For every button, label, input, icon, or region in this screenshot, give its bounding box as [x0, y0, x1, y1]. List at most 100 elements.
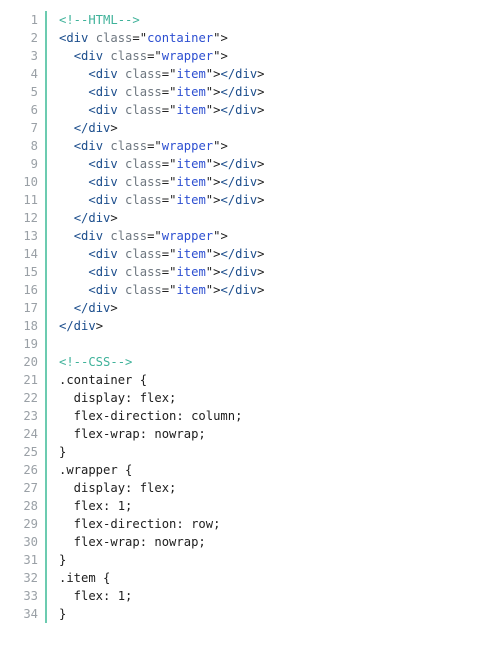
code-text: .container {	[59, 371, 147, 389]
code-line: 14 <div class="item"></div>	[0, 245, 492, 263]
code-line: 30 flex-wrap: nowrap;	[0, 533, 492, 551]
line-number: 10	[23, 175, 38, 189]
line-number: 9	[30, 157, 38, 171]
code-line: 4 <div class="item"></div>	[0, 65, 492, 83]
code-text: flex-direction: column;	[59, 407, 243, 425]
code-token-plain: display: flex;	[59, 391, 177, 405]
code-token-attr: class	[117, 175, 162, 189]
code-token-tag: </div	[220, 67, 258, 81]
code-line: 17 </div>	[0, 299, 492, 317]
code-token-plain: ">	[213, 49, 228, 63]
gutter-divider	[45, 173, 47, 191]
code-token-plain: ">	[205, 67, 221, 81]
code-token-plain: ">	[205, 193, 221, 207]
code-line: 15 <div class="item"></div>	[0, 263, 492, 281]
gutter-divider	[45, 497, 47, 515]
code-token-value: item	[176, 265, 206, 279]
code-token-tag: </div	[220, 265, 258, 279]
code-line: 5 <div class="item"></div>	[0, 83, 492, 101]
code-token-attr: class	[117, 283, 162, 297]
code-text: <!--HTML-->	[59, 11, 140, 29]
code-text: <div class="container">	[59, 29, 228, 47]
code-text: }	[59, 551, 66, 569]
gutter-divider	[45, 443, 47, 461]
line-number: 5	[30, 85, 38, 99]
code-token-tag: <div	[59, 31, 89, 45]
code-token-plain: >	[257, 85, 265, 99]
gutter-divider	[45, 191, 47, 209]
code-line: 1<!--HTML-->	[0, 11, 492, 29]
code-token-plain: >	[257, 157, 265, 171]
code-text: .wrapper {	[59, 461, 132, 479]
code-text: <div class="item"></div>	[59, 173, 264, 191]
code-token-tag: </div	[73, 121, 111, 135]
code-line: 13 <div class="wrapper">	[0, 227, 492, 245]
code-token-plain	[59, 157, 88, 171]
code-line: 29 flex-direction: row;	[0, 515, 492, 533]
code-token-plain	[59, 283, 88, 297]
code-token-tag: <div	[88, 67, 118, 81]
code-token-value: container	[147, 31, 214, 45]
code-token-tag: </div	[59, 319, 96, 333]
code-line: 32.item {	[0, 569, 492, 587]
code-token-attr: class	[117, 157, 162, 171]
code-line: 20<!--CSS-->	[0, 353, 492, 371]
line-number: 8	[30, 139, 38, 153]
code-token-plain: ="	[161, 157, 177, 171]
code-text: </div>	[59, 317, 103, 335]
gutter-divider	[45, 587, 47, 605]
code-text: flex-wrap: nowrap;	[59, 425, 206, 443]
gutter-divider	[45, 263, 47, 281]
code-token-tag: <div	[73, 49, 104, 63]
code-token-tag: </div	[220, 103, 258, 117]
code-text: <div class="wrapper">	[59, 137, 228, 155]
code-token-plain: flex: 1;	[59, 499, 133, 513]
code-token-attr: class	[117, 67, 162, 81]
code-token-tag: <div	[88, 175, 118, 189]
code-token-plain: ="	[132, 31, 148, 45]
gutter-divider	[45, 335, 47, 353]
gutter-divider	[45, 353, 47, 371]
code-token-tag: </div	[220, 193, 258, 207]
code-token-plain: ">	[213, 31, 228, 45]
code-line: 34}	[0, 605, 492, 623]
code-token-plain: ">	[205, 265, 221, 279]
code-token-plain: flex: 1;	[59, 589, 133, 603]
code-text: <div class="item"></div>	[59, 65, 264, 83]
code-line: 3 <div class="wrapper">	[0, 47, 492, 65]
code-token-plain	[59, 103, 88, 117]
code-text: <div class="item"></div>	[59, 191, 264, 209]
code-line: 27 display: flex;	[0, 479, 492, 497]
code-token-plain	[59, 247, 88, 261]
code-line: 6 <div class="item"></div>	[0, 101, 492, 119]
code-text: }	[59, 605, 66, 623]
code-token-tag: <div	[88, 85, 118, 99]
line-number: 27	[23, 481, 38, 495]
line-number: 16	[23, 283, 38, 297]
code-line: 12 </div>	[0, 209, 492, 227]
gutter-divider	[45, 83, 47, 101]
code-token-value: item	[176, 283, 206, 297]
code-text: <div class="wrapper">	[59, 47, 228, 65]
code-text: </div>	[59, 119, 118, 137]
code-line: 8 <div class="wrapper">	[0, 137, 492, 155]
gutter-divider	[45, 569, 47, 587]
code-text: <div class="wrapper">	[59, 227, 228, 245]
code-token-plain: >	[95, 319, 104, 333]
code-token-plain: ="	[147, 49, 162, 63]
gutter-divider	[45, 47, 47, 65]
code-text: <div class="item"></div>	[59, 281, 264, 299]
code-line: 11 <div class="item"></div>	[0, 191, 492, 209]
line-number: 18	[23, 319, 38, 333]
line-number: 32	[23, 571, 38, 585]
line-number: 26	[23, 463, 38, 477]
code-token-tag: </div	[220, 175, 258, 189]
line-number: 20	[23, 355, 38, 369]
gutter-divider	[45, 209, 47, 227]
code-token-tag: </div	[73, 301, 111, 315]
code-text: flex: 1;	[59, 587, 133, 605]
code-text: </div>	[59, 299, 118, 317]
code-text: <div class="item"></div>	[59, 155, 265, 173]
code-token-plain: ="	[161, 103, 177, 117]
line-number: 24	[23, 427, 38, 441]
